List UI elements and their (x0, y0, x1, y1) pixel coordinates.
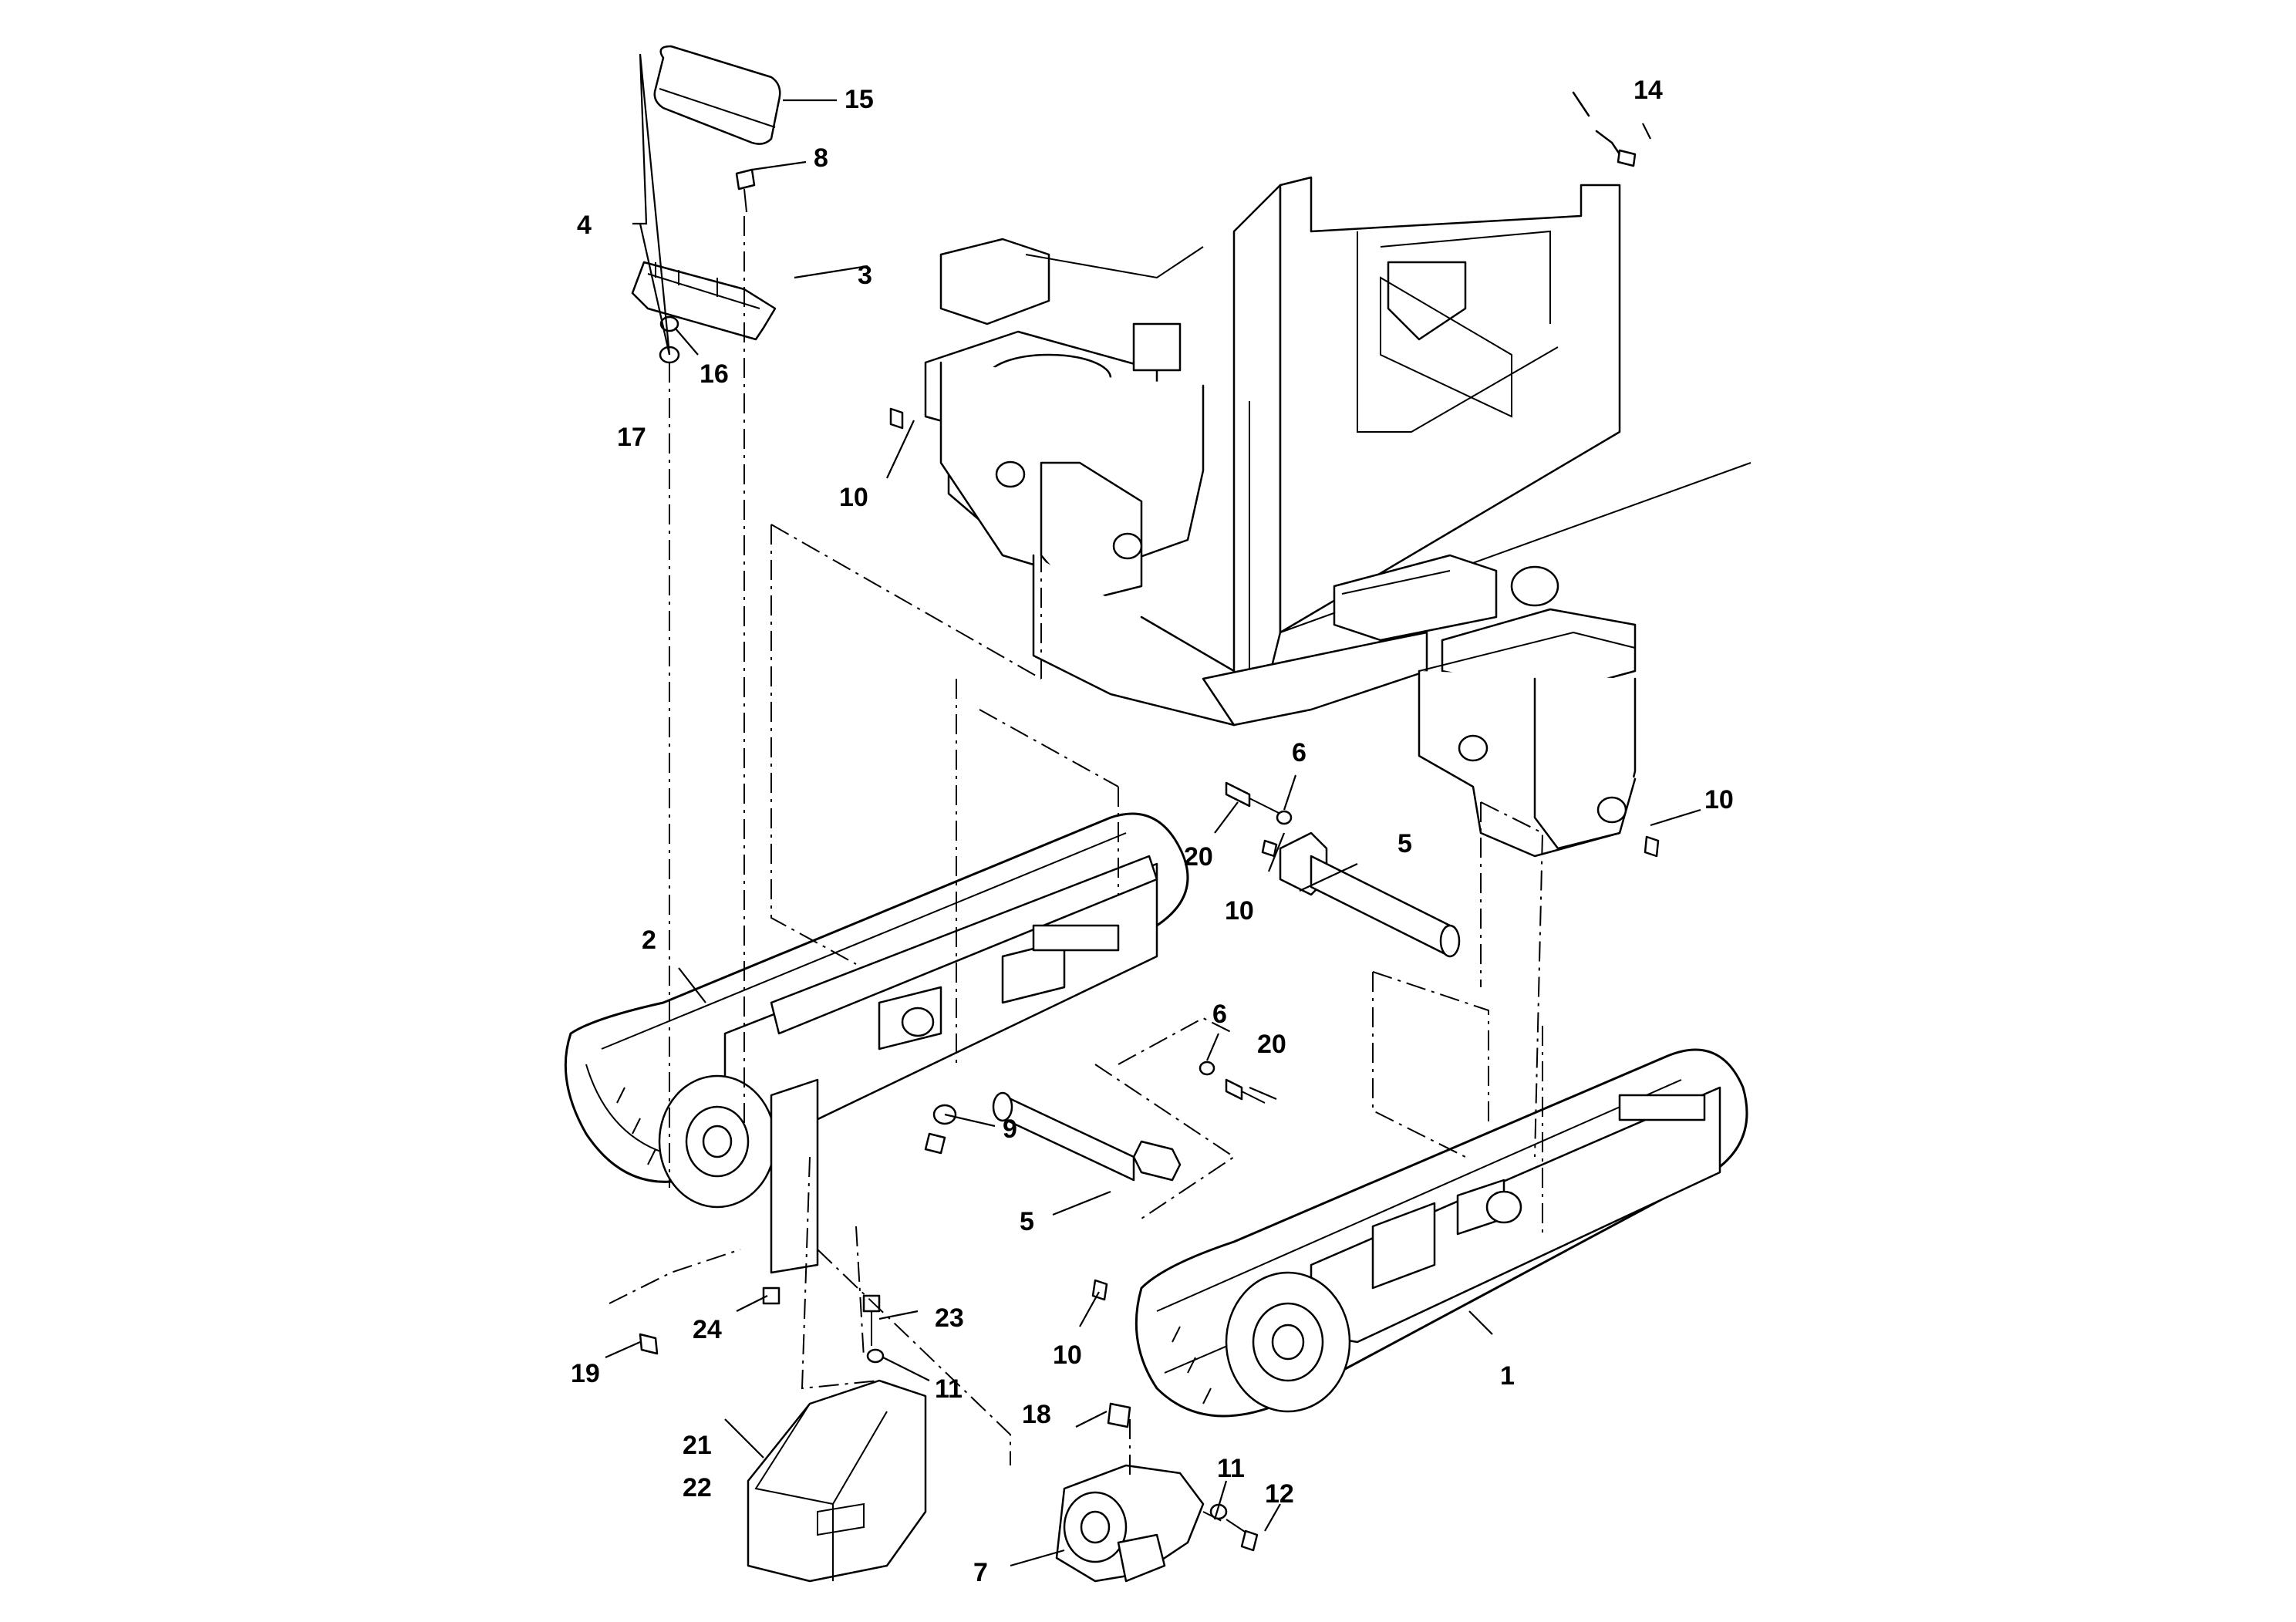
callout-20-upper: 20 (1184, 842, 1213, 872)
callout-15: 15 (845, 85, 874, 114)
callout-10-right: 10 (1704, 785, 1734, 814)
machine-frame (924, 176, 1752, 858)
callout-4: 4 (577, 211, 592, 240)
callout-18: 18 (1022, 1400, 1051, 1429)
callout-22: 22 (683, 1473, 712, 1502)
callout-9: 9 (1003, 1114, 1017, 1144)
right-track-assembly (1135, 1048, 1748, 1418)
callout-17: 17 (617, 423, 646, 452)
travel-motor (1055, 1464, 1205, 1583)
callout-7: 7 (973, 1558, 988, 1587)
track-shoe-parts (631, 45, 781, 364)
axle-pins (992, 831, 1461, 1182)
left-track-assembly (564, 812, 1189, 1274)
callout-12: 12 (1265, 1479, 1294, 1509)
callout-10-bottom: 10 (1053, 1340, 1082, 1370)
guard-cover (747, 1379, 927, 1583)
callout-2: 2 (642, 926, 656, 955)
callout-11-right: 11 (1217, 1454, 1245, 1483)
callout-16: 16 (700, 359, 729, 389)
callout-3: 3 (858, 261, 872, 290)
callout-11-left: 11 (935, 1374, 963, 1404)
callout-1: 1 (1500, 1361, 1515, 1391)
callout-5-upper: 5 (1397, 829, 1412, 858)
callout-23: 23 (935, 1303, 964, 1333)
callout-24: 24 (693, 1315, 722, 1344)
callout-6-upper: 6 (1292, 738, 1306, 767)
callout-10-mid: 10 (1225, 896, 1254, 926)
assembly-lines (609, 216, 1544, 1524)
callout-21: 21 (683, 1431, 712, 1460)
callout-labels: 1 2 3 4 5 5 6 6 7 8 9 10 10 10 10 11 11 … (571, 76, 1734, 1587)
callout-6-lower: 6 (1212, 1000, 1227, 1029)
leader-lines (605, 53, 1701, 1567)
callout-5-lower: 5 (1020, 1207, 1034, 1236)
hardware-bolts (639, 91, 1660, 1552)
callout-10-top: 10 (839, 483, 868, 512)
callout-14: 14 (1633, 76, 1663, 105)
callout-8: 8 (814, 143, 828, 173)
callout-20-lower: 20 (1257, 1030, 1286, 1059)
callout-19: 19 (571, 1359, 600, 1388)
